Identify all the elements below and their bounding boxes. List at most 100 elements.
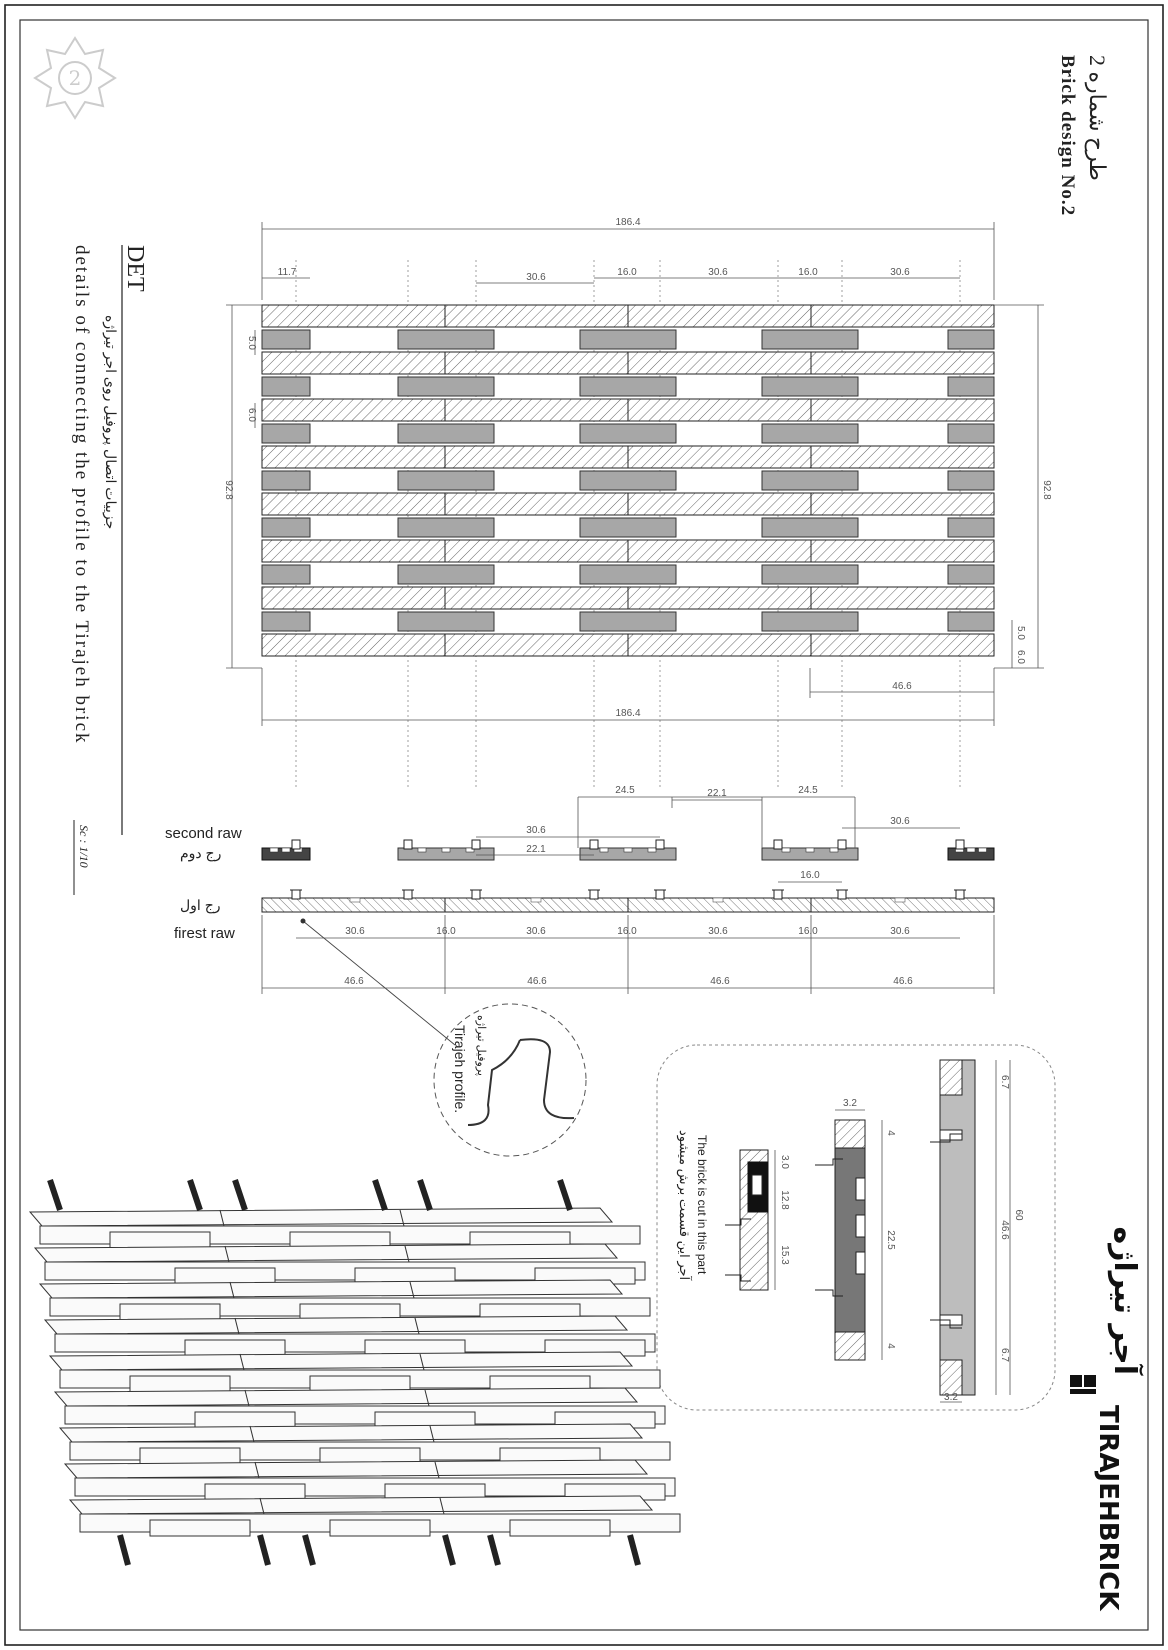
sec-dim-b-16-1: 16.0	[436, 926, 456, 937]
grey-brick	[761, 611, 859, 632]
profile-clip	[403, 889, 413, 900]
grey-brick	[579, 376, 677, 397]
grey-brick	[761, 564, 859, 585]
second-row-notch	[829, 847, 839, 853]
sec-dim-30-6-right: 30.6	[890, 816, 910, 827]
detail-dim-46-6: 46.6	[999, 1220, 1010, 1240]
iso-joint	[219, 1209, 225, 1227]
section-dimensions: 24.5 22.1 24.5 30.6 22.1 30.6 16.0 30.6 …	[261, 785, 995, 994]
second-row-notch	[599, 847, 609, 853]
iso-joint	[419, 1353, 425, 1371]
iso-rail-top	[557, 1179, 573, 1211]
second-row-notch	[281, 847, 291, 853]
iso-joint	[259, 1497, 265, 1515]
iso-joint	[424, 1389, 430, 1407]
detail-cut-en: The brick is cut in this part	[695, 1135, 709, 1275]
second-row-notch	[465, 847, 475, 853]
dim-top-a3: 30.6	[890, 267, 910, 278]
sec-dim-b-30-6-3: 30.6	[708, 926, 728, 937]
profile-clip-upper	[773, 839, 783, 850]
page-number: 2	[69, 66, 82, 90]
grey-brick	[397, 376, 495, 397]
sec-dim-b-16-2: 16.0	[617, 926, 637, 937]
detail-dim-12-8: 12.8	[779, 1190, 790, 1210]
title-english: Brick design No.2	[1057, 55, 1078, 216]
iso-joint	[244, 1389, 250, 1407]
first-row-label: firest raw	[174, 925, 235, 942]
iso-joint	[249, 1425, 255, 1443]
second-row-notch	[978, 847, 987, 853]
grey-brick	[579, 611, 677, 632]
detail-dim-60: 60	[1013, 1209, 1024, 1221]
iso-inner-brick	[129, 1375, 231, 1393]
grey-brick	[261, 329, 311, 350]
profile-clip-upper	[471, 839, 481, 850]
grey-brick	[579, 564, 677, 585]
profile-en: Tirajeh profile.	[452, 1025, 468, 1113]
groove	[349, 897, 361, 903]
grey-brick	[261, 564, 311, 585]
brand-logo: TIRAJEHBRICK آجر تیراژه	[1070, 1227, 1144, 1611]
iso-rail-bottom	[117, 1534, 131, 1566]
iso-joint	[224, 1245, 230, 1263]
ornament-star: 2	[33, 36, 117, 120]
brick-section	[261, 839, 995, 913]
profile-clip	[291, 889, 301, 900]
detail-dim-4-bottom: 4	[885, 1343, 896, 1349]
groove	[530, 897, 542, 903]
iso-inner-brick	[119, 1303, 221, 1321]
brick-elevation	[261, 260, 995, 790]
det-english: details of connecting the profile to the…	[71, 245, 92, 745]
iso-rail-top	[232, 1179, 248, 1211]
second-row-notch	[417, 847, 427, 853]
grey-brick	[579, 423, 677, 444]
iso-brick-course	[63, 1459, 649, 1479]
detail-dim-6-7-top: 6.7	[999, 1075, 1010, 1089]
iso-inner-brick	[139, 1447, 241, 1465]
profile-clip	[471, 889, 481, 900]
second-row-notch	[966, 847, 976, 853]
grey-brick	[261, 517, 311, 538]
first-row-label-fa: رج اول	[180, 897, 221, 914]
sec-dim-24-5-a: 24.5	[615, 785, 635, 796]
dim-course-a-right: 5.0	[1015, 626, 1026, 640]
detail-cut-fa: آجر این قسمت برش میشود	[676, 1130, 693, 1282]
grey-brick	[761, 423, 859, 444]
iso-brick-course	[58, 1423, 644, 1443]
side-title: DET جزییات اتصال پروفیل روی اجر تیراژه d…	[71, 245, 148, 895]
sec-dim-30-6-inner: 30.6	[526, 825, 546, 836]
dim-course-b-left: 6.0	[246, 408, 257, 422]
grey-brick	[947, 329, 995, 350]
grey-brick	[761, 517, 859, 538]
brand-en: TIRAJEHBRICK	[1093, 1405, 1123, 1611]
dim-height-left: 92.8	[223, 480, 234, 500]
detail-dim-22-5: 22.5	[885, 1230, 896, 1250]
sec-unit-2: 46.6	[527, 976, 547, 987]
iso-joint	[429, 1425, 435, 1443]
title-farsi: طرح شماره 2	[1084, 55, 1110, 181]
sec-dim-16-mid: 16.0	[800, 870, 820, 881]
grey-brick	[947, 517, 995, 538]
grey-brick	[397, 517, 495, 538]
groove	[894, 897, 906, 903]
iso-inner-brick	[329, 1519, 431, 1537]
second-row-notch	[781, 847, 791, 853]
sec-dim-b-16-3: 16.0	[798, 926, 818, 937]
grey-brick	[579, 470, 677, 491]
sec-dim-b-30-6-1: 30.6	[345, 926, 365, 937]
iso-rail-bottom	[487, 1534, 501, 1566]
iso-rail-top	[187, 1179, 203, 1211]
profile-clip-upper	[837, 839, 847, 850]
grey-brick	[397, 564, 495, 585]
profile-clip-upper	[589, 839, 599, 850]
iso-joint	[234, 1317, 240, 1335]
grey-brick	[261, 423, 311, 444]
dim-top-a1: 30.6	[526, 272, 546, 283]
dim-total-top: 186.4	[615, 217, 640, 228]
tirajeh-profile-icon	[467, 1038, 575, 1126]
detail-dim-6-7-bottom: 6.7	[999, 1348, 1010, 1362]
dim-top-a2: 30.6	[708, 267, 728, 278]
second-row-label-fa: رج دوم	[180, 845, 221, 862]
detail-dim-3-0: 3.0	[779, 1155, 790, 1169]
elevation-dimensions: 186.4 11.7 30.6 16.0 30.6 16.0 30.6 92.8…	[223, 217, 1052, 726]
